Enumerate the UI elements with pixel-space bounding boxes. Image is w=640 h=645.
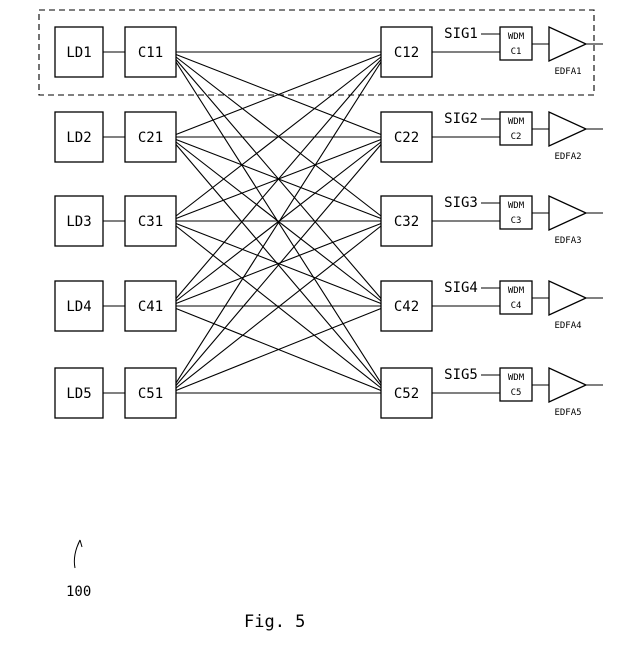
output-coupler-label: C12	[394, 45, 419, 61]
wdm-channel-label: C2	[511, 132, 522, 142]
diagram-nodes: LD1C11C12SIG1WDMC1EDFA1LD2C21C22SIG2WDMC…	[55, 26, 603, 418]
wdm-label: WDM	[508, 373, 525, 383]
crossbar-wires	[176, 52, 381, 393]
reference-numeral: 100	[66, 584, 91, 600]
edfa-amplifier-icon	[549, 27, 586, 61]
edfa-amplifier-icon	[549, 112, 586, 146]
signal-label: SIG5	[444, 367, 478, 383]
edfa-label: EDFA3	[554, 236, 581, 246]
wdm-channel-label: C4	[511, 301, 522, 311]
wdm-channel-label: C5	[511, 388, 522, 398]
edfa-amplifier-icon	[549, 196, 586, 230]
output-coupler-label: C42	[394, 299, 419, 315]
input-coupler-label: C21	[138, 130, 163, 146]
input-coupler-label: C11	[138, 45, 163, 61]
edfa-label: EDFA5	[554, 408, 581, 418]
signal-label: SIG4	[444, 280, 478, 296]
wdm-label: WDM	[508, 201, 525, 211]
laser-diode-label: LD1	[66, 45, 91, 61]
wdm-channel-label: C3	[511, 216, 522, 226]
edfa-amplifier-icon	[549, 281, 586, 315]
laser-diode-label: LD2	[66, 130, 91, 146]
figure-caption: Fig. 5	[244, 612, 305, 632]
wdm-label: WDM	[508, 32, 525, 42]
edfa-amplifier-icon	[549, 368, 586, 402]
signal-label: SIG2	[444, 111, 478, 127]
input-coupler-label: C41	[138, 299, 163, 315]
input-coupler-label: C51	[138, 386, 163, 402]
edfa-label: EDFA1	[554, 67, 581, 77]
signal-label: SIG3	[444, 195, 478, 211]
output-coupler-label: C22	[394, 130, 419, 146]
laser-diode-label: LD4	[66, 299, 91, 315]
output-coupler-label: C52	[394, 386, 419, 402]
edfa-label: EDFA2	[554, 152, 581, 162]
reference-arrow-icon	[74, 540, 82, 568]
output-coupler-label: C32	[394, 214, 419, 230]
input-coupler-label: C31	[138, 214, 163, 230]
wdm-label: WDM	[508, 117, 525, 127]
edfa-label: EDFA4	[554, 321, 581, 331]
signal-label: SIG1	[444, 26, 478, 42]
laser-diode-label: LD3	[66, 214, 91, 230]
wdm-channel-label: C1	[511, 47, 522, 57]
wdm-label: WDM	[508, 286, 525, 296]
laser-diode-label: LD5	[66, 386, 91, 402]
